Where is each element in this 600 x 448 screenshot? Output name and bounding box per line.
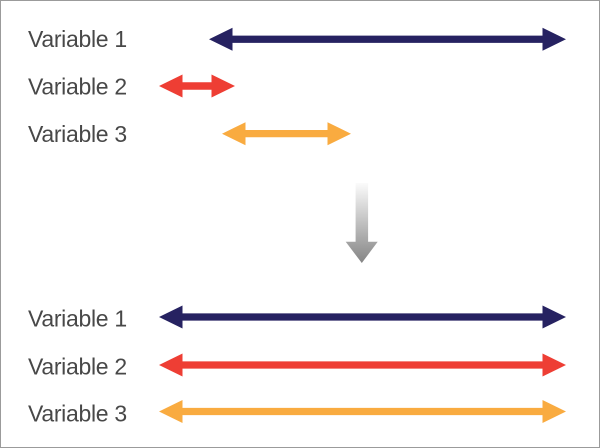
svg-text:Variable 3: Variable 3 xyxy=(28,401,127,427)
svg-text:Variable 1: Variable 1 xyxy=(28,26,127,52)
svg-text:Variable 3: Variable 3 xyxy=(28,121,127,147)
svg-text:Variable 2: Variable 2 xyxy=(28,74,127,100)
svg-text:Variable 2: Variable 2 xyxy=(28,354,127,380)
svg-text:Variable 1: Variable 1 xyxy=(28,306,127,332)
